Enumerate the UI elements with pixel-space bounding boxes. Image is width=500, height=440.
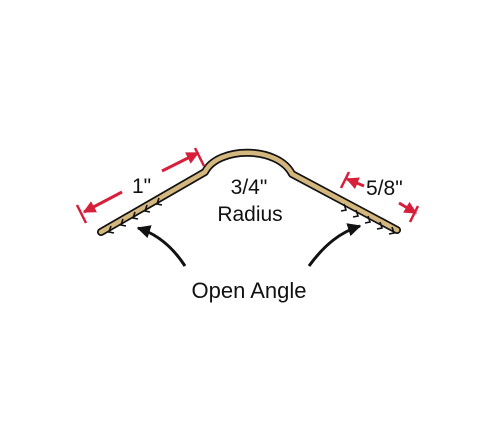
left-dimension-arrow-inner: [161, 151, 200, 173]
right-dimension-arrow-left: [345, 177, 365, 190]
right-tab: [388, 226, 396, 235]
right-dimension: 5/8": [339, 171, 420, 223]
right-tab: [340, 203, 348, 212]
left-extension-line-inner: [193, 147, 206, 167]
left-dimension: 1": [75, 147, 206, 224]
left-dimension-label: 1": [132, 175, 151, 198]
left-tab: [107, 225, 115, 234]
left-tab: [143, 204, 151, 213]
radius-value-label: 3/4": [231, 176, 268, 199]
open-angle-arrow-left: [136, 225, 187, 267]
left-tab: [131, 211, 139, 220]
open-angle-label: Open Angle: [192, 278, 307, 303]
right-tab: [364, 215, 372, 224]
right-tab: [376, 221, 384, 230]
right-extension-line-left: [339, 171, 351, 189]
radius-label: Radius: [217, 203, 282, 226]
left-flange-tabs: [107, 197, 163, 234]
right-dimension-arrow-right: [398, 201, 418, 215]
right-extension-line-right: [408, 205, 420, 223]
right-dimension-label: 5/8": [366, 177, 403, 200]
right-flange-tabs: [340, 203, 396, 235]
ridge-profile-fill: [98, 150, 400, 235]
open-angle-arrows: [136, 223, 362, 267]
left-dimension-arrow-outer: [82, 190, 123, 214]
ridge-profile: [97, 148, 401, 236]
open-angle-arrow-right: [307, 223, 362, 267]
left-extension-line-outer: [75, 204, 88, 224]
left-tab: [155, 197, 163, 206]
right-tab: [352, 209, 360, 218]
left-tab: [119, 218, 127, 227]
